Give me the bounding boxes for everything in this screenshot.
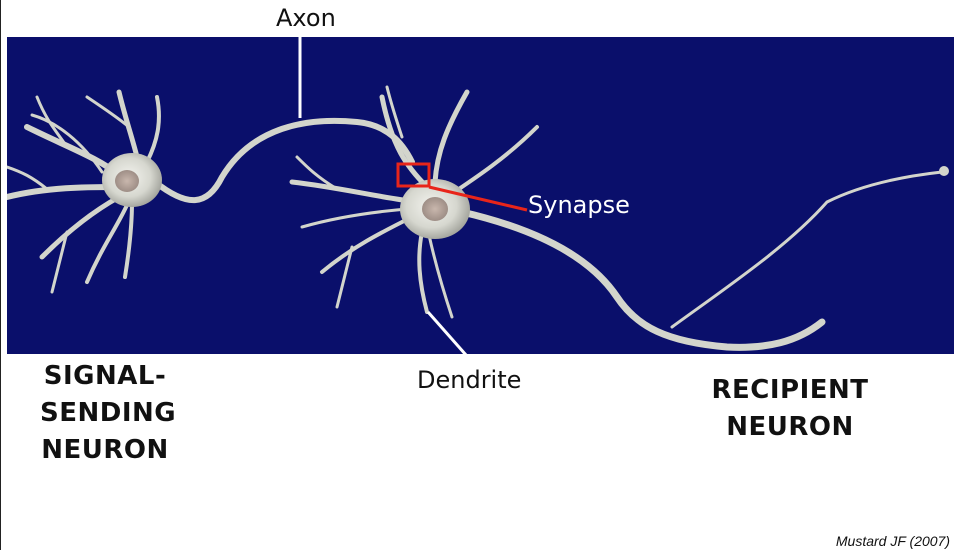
neuron-illustration [7, 37, 954, 354]
recipient-label-line-2: NEURON [705, 409, 875, 446]
signal-sending-neuron-label: SIGNAL- SENDING NEURON [40, 358, 170, 469]
source-credit: Mustard JF (2007) [836, 533, 950, 549]
neuron-illustration-panel [7, 37, 954, 354]
synapse-label: Synapse [528, 191, 630, 219]
signal-label-line-2: SENDING [40, 395, 170, 432]
axon-label: Axon [276, 4, 336, 32]
axon-path [155, 121, 412, 200]
dendrite-label: Dendrite [417, 366, 521, 394]
recipient-neuron-nucleus [422, 197, 448, 221]
signal-label-line-1: SIGNAL- [40, 358, 170, 395]
recipient-axon-branch [672, 172, 942, 327]
recipient-neuron-label: RECIPIENT NEURON [705, 372, 875, 446]
sending-neuron-nucleus [115, 170, 139, 192]
axon-terminal [939, 166, 949, 176]
recipient-axon-path [462, 212, 822, 347]
recipient-label-line-1: RECIPIENT [705, 372, 875, 409]
signal-label-line-3: NEURON [40, 432, 170, 469]
